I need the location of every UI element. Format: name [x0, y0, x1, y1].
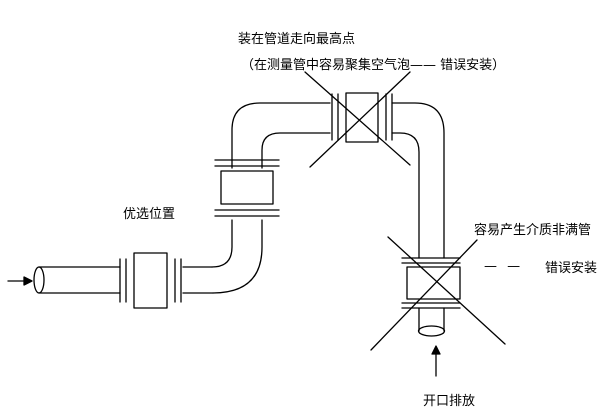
lower-elbow: [211, 159, 263, 294]
label-non-full-pipe: 容易产生介质非满管: [474, 223, 592, 238]
label-open-outlet: 开口排放: [423, 394, 476, 409]
label-preferred-position: 优选位置: [123, 207, 176, 222]
outlet-pipe: [417, 307, 446, 337]
wrong-mark-top: [304, 71, 411, 168]
meter-non-full-pipe: [401, 257, 461, 309]
label-dash-marker: — —: [484, 259, 524, 274]
label-high-point: 装在管道走向最高点: [238, 32, 356, 47]
inflow-arrow: [7, 276, 33, 286]
upper-left-elbow: [231, 102, 331, 161]
meter-preferred-position: [119, 252, 182, 309]
meter-vertical-riser: [214, 159, 280, 217]
upper-right-elbow: [391, 102, 445, 259]
wrong-mark-right: [370, 236, 506, 351]
inlet-pipe-end: [33, 266, 45, 294]
outflow-arrow: [431, 345, 441, 377]
label-wrong-install: 错误安装: [545, 261, 598, 276]
inlet-pipe: [38, 266, 214, 294]
label-air-bubble-warning: （在测量管中容易聚集空气泡—— 错误安装）: [241, 58, 506, 73]
